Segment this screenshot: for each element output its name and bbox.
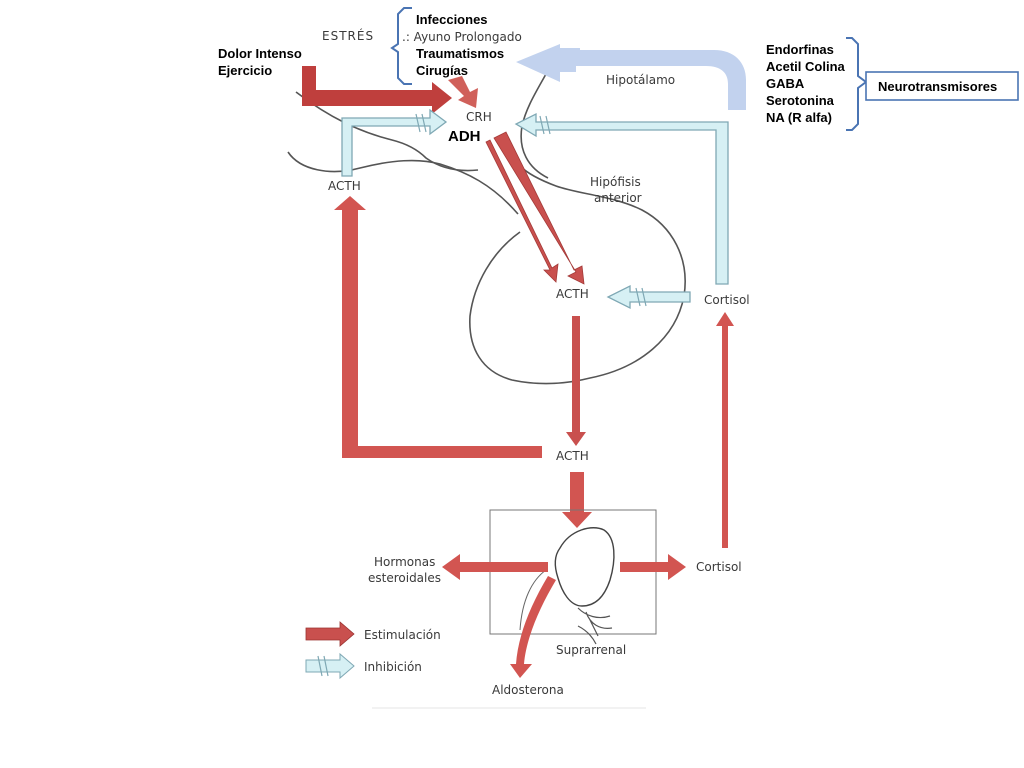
- crh-inhibition-break: [415, 113, 427, 133]
- stress-title: ESTRÉS: [322, 28, 374, 43]
- neuro-item: NA (R alfa): [766, 110, 832, 125]
- acth-inhibition-loop: [341, 108, 448, 177]
- legend-inhib-break: [317, 655, 329, 677]
- neuro-bracket: [846, 37, 868, 131]
- acth-feedback-loop: [334, 196, 542, 458]
- left-cause: Dolor Intenso: [218, 46, 302, 61]
- acth-mid-label: ACTH: [556, 449, 589, 463]
- hypothalamus-outline: [295, 91, 479, 172]
- stress-arrow-top: [448, 76, 478, 108]
- to-cortisol-arrow: [620, 554, 686, 580]
- hipofisis-label: Hipófisis: [590, 175, 641, 189]
- crh-label: CRH: [466, 110, 492, 124]
- stress-bracket: [390, 7, 412, 85]
- legend-inhib-arrow: [305, 652, 355, 680]
- cortisol-right-label: Cortisol: [704, 293, 750, 307]
- top-cause: Cirugías: [416, 63, 468, 78]
- cortisol-up-arrow: [716, 312, 734, 548]
- neurotransmisores-box: [865, 71, 1019, 101]
- neurotransmitter-arc-tail: [560, 48, 580, 66]
- neuro-item: Serotonina: [766, 93, 835, 108]
- acth-pituitary-label: ACTH: [556, 287, 589, 301]
- cortisol-inhibition-break: [539, 115, 551, 135]
- neuro-item: Endorfinas: [766, 42, 834, 57]
- stress-arrow-left: [302, 66, 452, 114]
- adh-to-acth-arrow: [485, 139, 559, 283]
- pituitary-inhibition-break: [635, 287, 647, 307]
- acth-down-arrow: [566, 316, 586, 446]
- top-cause: .: Ayuno Prolongado: [402, 30, 522, 44]
- aldosterona-label: Aldosterona: [492, 683, 564, 697]
- left-cause: Ejercicio: [218, 63, 272, 78]
- legend-inhib-label: Inhibición: [364, 660, 422, 674]
- suprarrenal-label: Suprarrenal: [556, 643, 626, 657]
- to-aldosterona-arrow: [510, 576, 556, 678]
- cortisol-inhibition-loop: [514, 112, 729, 285]
- cortisol-adrenal-label: Cortisol: [696, 560, 742, 574]
- hormonas-label: esteroidales: [368, 571, 441, 585]
- neurotransmitter-arc-head: [516, 44, 576, 82]
- crh-to-acth-arrow: [493, 131, 585, 285]
- acth-left-label: ACTH: [328, 179, 361, 193]
- neurotransmisores-label: Neurotransmisores: [878, 79, 997, 94]
- to-hormonas-arrow: [442, 554, 548, 580]
- pituitary-outline: [469, 165, 686, 385]
- neuro-item: GABA: [766, 76, 805, 91]
- neurotransmitter-arc: [566, 50, 746, 110]
- adrenal-gland: [554, 527, 615, 607]
- legend-stim-label: Estimulación: [364, 628, 441, 642]
- adrenal-vessel: [519, 569, 547, 631]
- acth-to-adrenal-arrow: [562, 472, 592, 528]
- cortisol-pituitary-inhibition: [606, 284, 691, 310]
- top-cause: Traumatismos: [416, 46, 504, 61]
- top-cause: Infecciones: [416, 12, 488, 27]
- legend-stim-arrow: [305, 621, 355, 647]
- kidney-sketch: [577, 607, 613, 645]
- adh-label: ADH: [448, 128, 481, 145]
- hormonas-label: Hormonas: [374, 555, 435, 569]
- hypothalamus-outline-lower: [287, 151, 519, 215]
- neuro-item: Acetil Colina: [766, 59, 846, 74]
- hipofisis-label: anterior: [594, 191, 642, 205]
- hipotalamo-label: Hipotálamo: [606, 73, 675, 87]
